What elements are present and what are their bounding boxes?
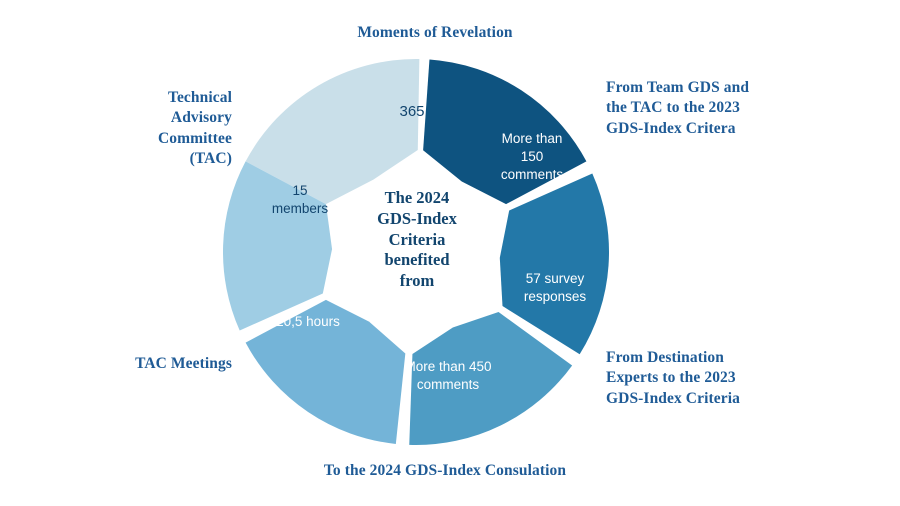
segment-value-5-line-0: 15 [292,183,308,198]
callout-team-gds-line-0: From Team GDS and [606,79,750,96]
segment-value-label-0: 365 [352,102,472,122]
hub-line-3: benefited [384,250,450,270]
segment-value-0-line-0: 365 [399,103,425,120]
donut-segment-3[interactable] [409,311,573,445]
callout-tac-line-1: Advisory [170,109,232,127]
segment-value-5-line-1: members [271,201,329,217]
callout-tac-line-2: Committee [157,129,232,147]
callout-team-gds-line-1: the TAC to the 2023 [606,99,740,117]
donut-segment-0[interactable] [245,59,420,205]
segment-value-label-2: 57 survey responses [500,270,610,306]
hub-line-4: from [399,271,435,291]
hub-line-1: GDS-Index [377,208,457,228]
segment-value-2-line-1: responses [523,289,587,305]
segment-value-label-4: 20,5 hours [252,313,364,331]
callout-tac-meetings: TAC Meetings [135,355,232,372]
segment-value-1-line-0: More than [501,131,563,146]
segment-value-label-3: More than 450 comments [386,358,510,394]
segment-value-4-line-0: 20,5 hours [276,314,340,329]
segment-value-3-line-1: comments [416,377,480,393]
segment-value-label-1: More than 150 comments [477,130,587,185]
donut-segment-2[interactable] [499,173,609,355]
segment-value-label-5: 15 members [248,182,352,218]
segment-value-2-line-0: 57 survey [525,271,585,286]
segment-value-3-line-0: More than 450 [404,359,492,374]
donut-chart [216,52,616,452]
callout-2024-consultation: To the 2024 GDS-Index Consulation [323,462,567,479]
callout-dest-experts-line-0: From Destination [606,349,724,366]
callout-team-gds-line-2: GDS-Index Critera [606,119,736,137]
donut-segment-4[interactable] [245,299,406,444]
donut-segment-1[interactable] [423,59,587,205]
hub-line-0: The 2024 [384,188,450,207]
callout-moments-of-revelation: Moments of Revelation [357,24,513,41]
callout-tac-line-3: (TAC) [189,150,232,168]
donut-segment-group [223,59,609,445]
donut-segment-5[interactable] [223,161,333,331]
callout-dest-experts-line-2: GDS-Index Criteria [606,389,740,407]
segment-value-1-line-1: 150 [520,149,544,165]
callout-tac-line-0: Technical [167,89,232,106]
callout-dest-experts-line-1: Experts to the 2023 [606,369,736,387]
donut-svg [223,59,609,445]
segment-value-1-line-2: comments [500,167,564,183]
hub-line-2: Criteria [388,229,446,249]
